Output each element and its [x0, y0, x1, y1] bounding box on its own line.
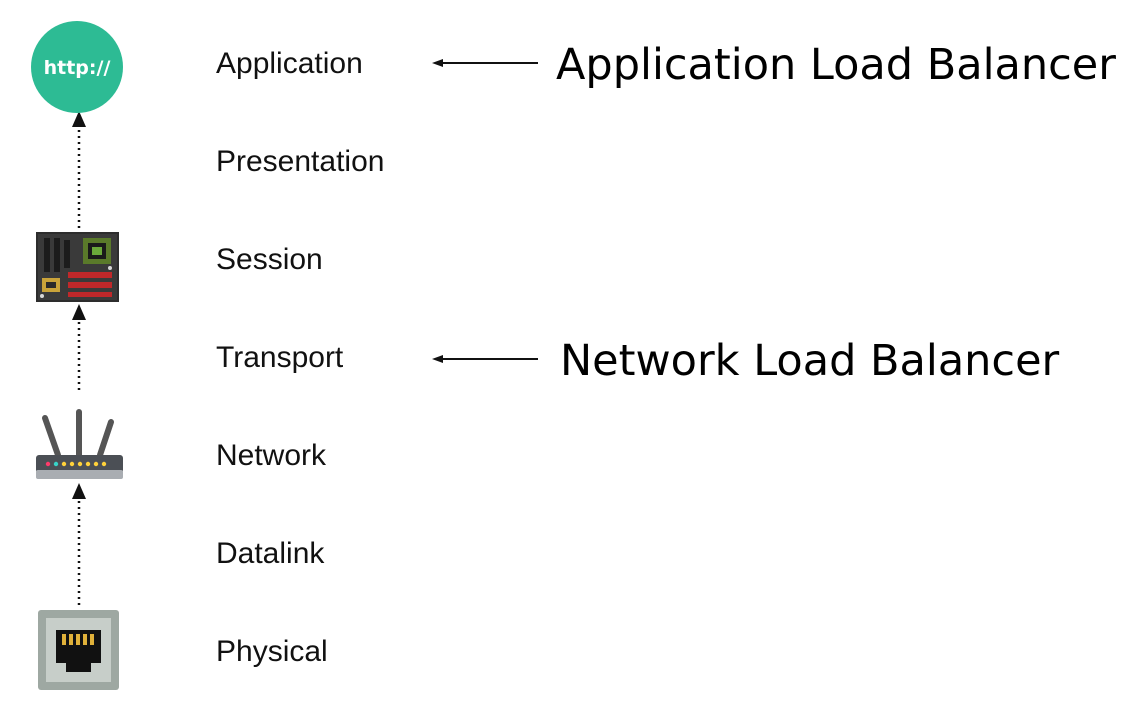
layer-application: Application: [216, 47, 363, 80]
layer-transport: Transport: [216, 341, 344, 374]
layer-presentation: Presentation: [216, 145, 385, 178]
connector-session-application: [72, 111, 86, 228]
transport-callout-arrow: [432, 355, 538, 363]
application-callout-arrow: [432, 59, 538, 67]
router-icon: [36, 409, 123, 479]
svg-text:http://: http://: [44, 57, 111, 79]
connector-physical-network: [72, 483, 86, 605]
layer-physical: Physical: [216, 635, 328, 668]
application-load-balancer-label: Application Load Balancer: [556, 40, 1116, 90]
network-load-balancer-label: Network Load Balancer: [560, 336, 1060, 386]
layer-datalink: Datalink: [216, 537, 325, 570]
http-globe-icon: http://: [31, 21, 123, 113]
connector-network-session: [72, 304, 86, 390]
ethernet-port-icon: [38, 610, 119, 690]
layer-network: Network: [216, 439, 327, 472]
layer-session: Session: [216, 243, 323, 276]
motherboard-icon: [36, 232, 119, 302]
